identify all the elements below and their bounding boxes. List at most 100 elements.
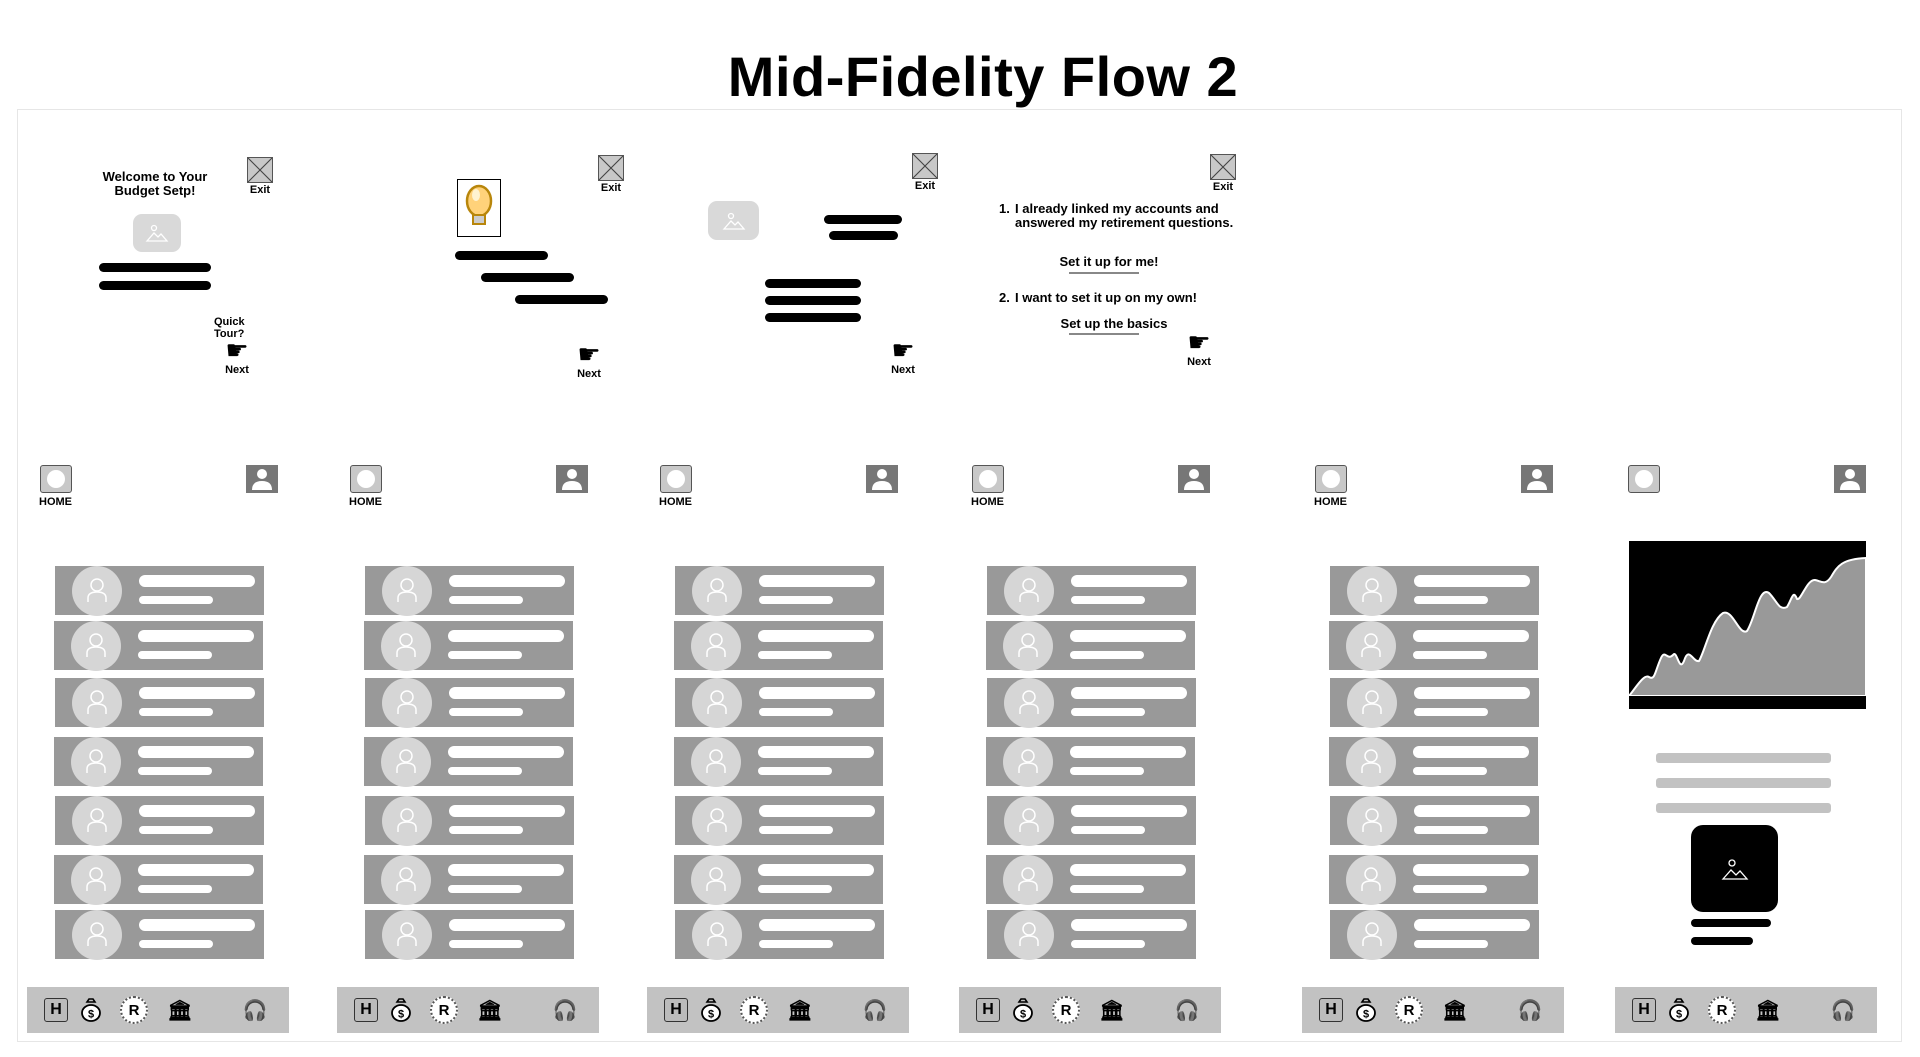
user-avatar-icon [1004,910,1054,960]
nav-money-bag-icon[interactable]: $ [1353,996,1379,1024]
nav-money-bag-icon[interactable]: $ [1010,996,1036,1024]
quick-tour-link[interactable]: Quick Tour? [214,316,245,340]
profile-avatar-icon[interactable] [556,465,588,493]
exit-button[interactable] [247,157,273,183]
list-item[interactable] [1330,796,1539,846]
nav-home-icon[interactable]: H [976,998,1000,1022]
home-image-icon[interactable] [40,465,72,493]
user-avatar-icon [692,678,742,728]
nav-bank-shield-icon[interactable]: 🏛 [1442,999,1468,1022]
list-item[interactable] [986,737,1195,787]
list-item[interactable] [364,737,573,787]
home-image-icon[interactable] [1628,465,1660,493]
home-image-icon[interactable] [660,465,692,493]
next-button[interactable]: ☛ Next [886,336,920,376]
list-item[interactable] [986,621,1195,671]
list-item[interactable] [1330,910,1539,960]
nav-support-headset-icon[interactable]: 🎧 [862,999,888,1022]
text-line-placeholder [758,630,874,642]
list-item[interactable] [987,678,1196,728]
nav-home-icon[interactable]: H [1632,998,1656,1022]
list-item[interactable] [1330,678,1539,728]
nav-money-bag-icon[interactable]: $ [388,996,414,1024]
list-item[interactable] [1330,566,1539,616]
profile-avatar-icon[interactable] [1521,465,1553,493]
nav-retirement-icon[interactable]: R [1052,996,1080,1024]
list-item[interactable] [55,566,264,616]
nav-money-bag-icon[interactable]: $ [698,996,724,1024]
list-item[interactable] [675,910,884,960]
list-item[interactable] [675,678,884,728]
list-item[interactable] [55,910,264,960]
home-image-icon[interactable] [972,465,1004,493]
home-image-icon[interactable] [350,465,382,493]
nav-support-headset-icon[interactable]: 🎧 [1174,999,1200,1022]
list-item[interactable] [1329,621,1538,671]
nav-bank-shield-icon[interactable]: 🏛 [1099,999,1125,1022]
text-line-placeholder [1656,803,1831,813]
welcome-heading: Welcome to Your Budget Setp! [90,170,220,198]
nav-support-headset-icon[interactable]: 🎧 [1517,999,1543,1022]
list-item[interactable] [365,796,574,846]
next-button[interactable]: ☛ Next [220,336,254,376]
text-line-placeholder [448,746,564,758]
list-item[interactable] [54,855,263,905]
list-item[interactable] [986,855,1195,905]
list-item[interactable] [54,737,263,787]
list-item[interactable] [987,796,1196,846]
exit-label: Exit [914,180,936,192]
list-item[interactable] [55,796,264,846]
list-item[interactable] [674,621,883,671]
user-avatar-icon [1346,855,1396,905]
profile-avatar-icon[interactable] [1834,465,1866,493]
exit-button[interactable] [912,153,938,179]
nav-retirement-icon[interactable]: R [1395,996,1423,1024]
nav-support-headset-icon[interactable]: 🎧 [552,999,578,1022]
profile-avatar-icon[interactable] [866,465,898,493]
nav-home-icon[interactable]: H [44,998,68,1022]
nav-money-bag-icon[interactable]: $ [78,996,104,1024]
list-item[interactable] [365,910,574,960]
nav-retirement-icon[interactable]: R [120,996,148,1024]
list-item[interactable] [364,855,573,905]
next-button[interactable]: ☛ Next [1182,328,1216,368]
set-up-the-basics-link[interactable]: Set up the basics [1060,316,1168,331]
list-item[interactable] [1329,855,1538,905]
user-avatar-icon [381,737,431,787]
nav-home-icon[interactable]: H [664,998,688,1022]
list-item[interactable] [54,621,263,671]
list-item[interactable] [365,566,574,616]
list-item[interactable] [365,678,574,728]
bottom-nav-bar: H $ R 🏛 🎧 [1302,987,1564,1033]
next-button[interactable]: ☛ Next [572,340,606,380]
nav-retirement-icon[interactable]: R [740,996,768,1024]
profile-avatar-icon[interactable] [1178,465,1210,493]
nav-home-icon[interactable]: H [354,998,378,1022]
set-it-up-for-me-link[interactable]: Set it up for me! [1059,254,1159,269]
profile-avatar-icon[interactable] [246,465,278,493]
list-item[interactable] [1329,737,1538,787]
nav-support-headset-icon[interactable]: 🎧 [1830,999,1856,1022]
nav-retirement-icon[interactable]: R [430,996,458,1024]
nav-home-icon[interactable]: H [1319,998,1343,1022]
exit-button[interactable] [1210,154,1236,180]
home-label: HOME [39,496,72,508]
exit-button[interactable] [598,155,624,181]
nav-retirement-icon[interactable]: R [1708,996,1736,1024]
list-item[interactable] [675,566,884,616]
nav-bank-shield-icon[interactable]: 🏛 [1755,999,1781,1022]
nav-bank-shield-icon[interactable]: 🏛 [787,999,813,1022]
list-item[interactable] [987,566,1196,616]
nav-support-headset-icon[interactable]: 🎧 [242,999,268,1022]
list-item[interactable] [675,796,884,846]
home-label: HOME [659,496,692,508]
list-item[interactable] [55,678,264,728]
nav-bank-shield-icon[interactable]: 🏛 [477,999,503,1022]
list-item[interactable] [674,737,883,787]
nav-money-bag-icon[interactable]: $ [1666,996,1692,1024]
home-image-icon[interactable] [1315,465,1347,493]
list-item[interactable] [364,621,573,671]
list-item[interactable] [987,910,1196,960]
list-item[interactable] [674,855,883,905]
nav-bank-shield-icon[interactable]: 🏛 [167,999,193,1022]
